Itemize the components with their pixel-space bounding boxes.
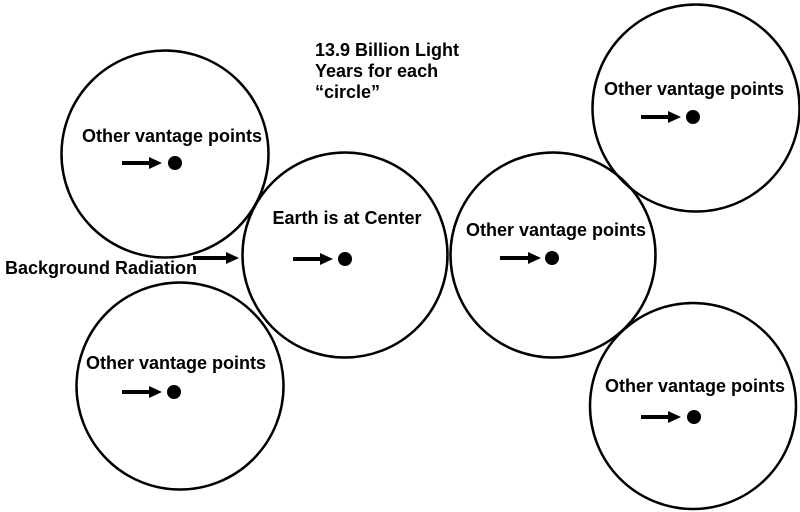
arrow-head — [149, 157, 162, 169]
observer-dot — [338, 252, 352, 266]
vantage-circle-middle-right: Other vantage points — [449, 151, 657, 359]
observer-dot — [686, 110, 700, 124]
vantage-circle-top-right: Other vantage points — [591, 3, 800, 213]
horizon-circle — [588, 301, 798, 511]
vantage-circle-top-left: Other vantage points — [60, 49, 270, 259]
arrow-icon — [293, 253, 333, 265]
arrow-head — [226, 252, 239, 264]
diagram-title: 13.9 Billion Light Years for each “circl… — [315, 40, 459, 102]
arrow-head — [668, 411, 681, 423]
arrow-icon — [500, 252, 541, 264]
observer-dot — [167, 385, 181, 399]
arrow-head — [149, 386, 162, 398]
title-line-1: 13.9 Billion Light — [315, 40, 459, 60]
vantage-circle-earth-center: Earth is at Center — [241, 151, 449, 359]
title-line-3: “circle” — [315, 82, 380, 102]
observer-dot — [687, 410, 701, 424]
vantage-circle-bottom-left: Other vantage points — [75, 281, 285, 491]
background-radiation-label: Background Radiation — [5, 258, 197, 278]
background-radiation-arrow-icon — [193, 252, 239, 264]
circle-label: Other vantage points — [82, 126, 262, 146]
circle-label: Other vantage points — [466, 220, 646, 240]
title-line-2: Years for each — [315, 61, 438, 81]
horizon-circle — [75, 281, 285, 491]
circle-label: Other vantage points — [605, 376, 785, 396]
horizon-circle — [60, 49, 270, 259]
observer-dot — [168, 156, 182, 170]
arrow-icon — [641, 111, 681, 123]
vantage-circle-bottom-right: Other vantage points — [588, 301, 798, 511]
observer-dot — [545, 251, 559, 265]
arrow-icon — [641, 411, 681, 423]
arrow-head — [528, 252, 541, 264]
arrow-head — [320, 253, 333, 265]
horizon-circle — [591, 3, 800, 213]
circle-label: Other vantage points — [86, 353, 266, 373]
horizon-circle — [449, 151, 657, 359]
arrow-icon — [122, 386, 162, 398]
circle-label: Other vantage points — [604, 79, 784, 99]
arrow-head — [668, 111, 681, 123]
circle-label: Earth is at Center — [272, 208, 421, 228]
arrow-icon — [122, 157, 162, 169]
horizon-circle — [241, 151, 449, 359]
